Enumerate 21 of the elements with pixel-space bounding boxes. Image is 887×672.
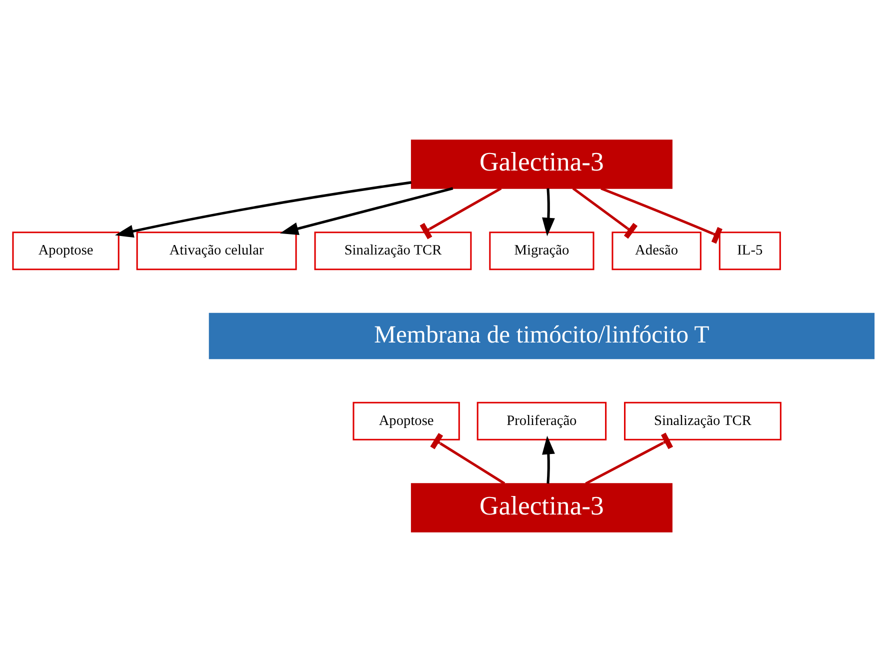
node-box: Galectina-3 <box>410 140 672 189</box>
node-box: Membrana de timócito/linfócito T <box>208 312 875 360</box>
arrow <box>542 188 555 236</box>
node-box: Sinalização TCR <box>624 402 782 440</box>
connector <box>430 432 506 485</box>
node-box: Sinalização TCR <box>314 232 472 270</box>
connector <box>600 187 722 244</box>
node-box: IL-5 <box>718 232 781 270</box>
node-box: Migração <box>489 232 594 270</box>
node-box: Galectina-3 <box>410 483 672 532</box>
node-box: Apoptose <box>352 402 460 440</box>
node-box: Apoptose <box>12 232 120 270</box>
arrow <box>114 181 412 238</box>
arrow <box>280 187 454 235</box>
node-box: Proliferação <box>476 402 607 440</box>
node-box: Ativação celular <box>136 232 297 270</box>
connector <box>420 187 502 240</box>
connector <box>585 432 674 485</box>
node-box: Adesão <box>612 232 702 270</box>
connector <box>572 187 638 239</box>
arrow <box>542 436 555 484</box>
